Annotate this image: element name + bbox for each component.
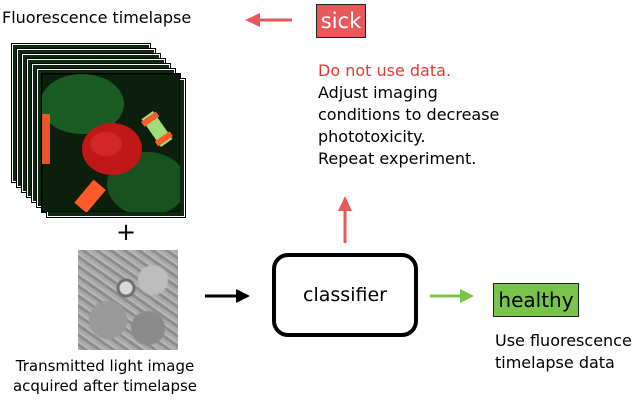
sick-line: phototoxicity. [318, 127, 426, 146]
plus-sign: + [116, 218, 137, 246]
caption-line: acquired after timelapse [12, 377, 198, 395]
sick-instructions: Do not use data. Adjust imaging conditio… [318, 60, 499, 170]
healthy-line: Use fluorescence [495, 331, 632, 350]
healthy-instructions: Use fluorescence timelapse data [495, 330, 632, 374]
sick-line: conditions to decrease [318, 105, 500, 124]
healthy-label: healthy [498, 288, 574, 312]
caption-line: Transmitted light image [15, 357, 195, 375]
fluorescence-front-frame [42, 74, 180, 212]
transmitted-light-image [78, 250, 178, 350]
sick-warning: Do not use data. [318, 61, 452, 80]
sick-line: Repeat experiment. [318, 149, 477, 168]
classifier-box: classifier [272, 253, 418, 337]
healthy-arrow [430, 289, 474, 303]
input-arrow [205, 289, 250, 303]
fluorescence-timelapse-title: Fluorescence timelapse [2, 8, 192, 27]
classifier-label: classifier [303, 284, 387, 306]
sick-label-box: sick [316, 4, 366, 38]
sick-up-arrow [338, 196, 352, 243]
healthy-line: timelapse data [495, 353, 615, 372]
sick-left-arrow [245, 13, 292, 27]
healthy-label-box: healthy [493, 283, 579, 317]
transmitted-light-caption: Transmitted light image acquired after t… [0, 356, 210, 396]
sick-line: Adjust imaging [318, 83, 438, 102]
sick-label: sick [320, 9, 362, 33]
